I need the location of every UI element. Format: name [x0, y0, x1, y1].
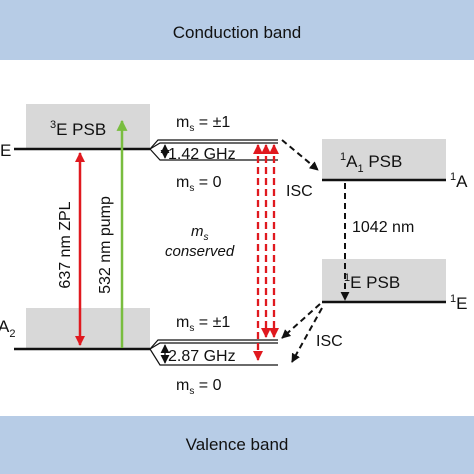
valence-band-label: Valence band: [186, 435, 289, 454]
conserved-word-label: conserved: [165, 243, 235, 260]
lower-ms-pm1-label: ms = ±1: [176, 314, 230, 334]
lower-ms-pm1-line: [149, 339, 278, 350]
excited-state-psb: [26, 104, 150, 148]
upper-ms-pm1-label: ms = ±1: [176, 114, 230, 134]
isc-lower-arrow-1: [281, 303, 321, 339]
conduction-band-label: Conduction band: [173, 23, 302, 42]
singlet-lower-psb-label: 1E PSB: [344, 272, 400, 292]
singlet-upper-edge-label: 1A: [450, 171, 468, 191]
singlet-upper-psb-label: 1A1 PSB: [340, 151, 402, 175]
conduction-band: [0, 0, 474, 60]
zpl-label: 637 nm ZPL: [57, 201, 74, 288]
upper-ms-pm1-line: [149, 139, 278, 150]
ground-state-psb: [26, 308, 150, 348]
isc-lower-arrow-2: [291, 307, 323, 363]
lower-ms-zero-label: ms = 0: [176, 377, 222, 397]
valence-band: [0, 416, 474, 474]
isc-lower-label: ISC: [316, 333, 343, 350]
upper-ms-zero-line: [149, 148, 278, 161]
lower-ms-zero-line: [149, 348, 278, 366]
ir-label: 1042 nm: [352, 219, 414, 236]
conserved-ms-label: ms: [191, 223, 209, 243]
excited-edge-label: E: [0, 141, 11, 160]
excited-psb-label: 3E PSB: [50, 119, 106, 139]
singlet-upper-psb: [322, 139, 446, 180]
ground-edge-label: A2: [0, 317, 15, 340]
upper-splitting-label: 1.42 GHz: [168, 146, 236, 163]
lower-ms-pm1-line-b: [149, 342, 278, 350]
upper-ms-pm1-line-b: [149, 142, 278, 150]
pump-label: 532 nm pump: [97, 196, 114, 294]
lower-splitting-label: 2.87 GHz: [168, 348, 236, 365]
isc-upper-arrow: [281, 139, 319, 171]
upper-ms-zero-label: ms = 0: [176, 174, 222, 194]
isc-upper-label: ISC: [286, 183, 313, 200]
singlet-lower-edge-label: 1E: [450, 293, 467, 313]
